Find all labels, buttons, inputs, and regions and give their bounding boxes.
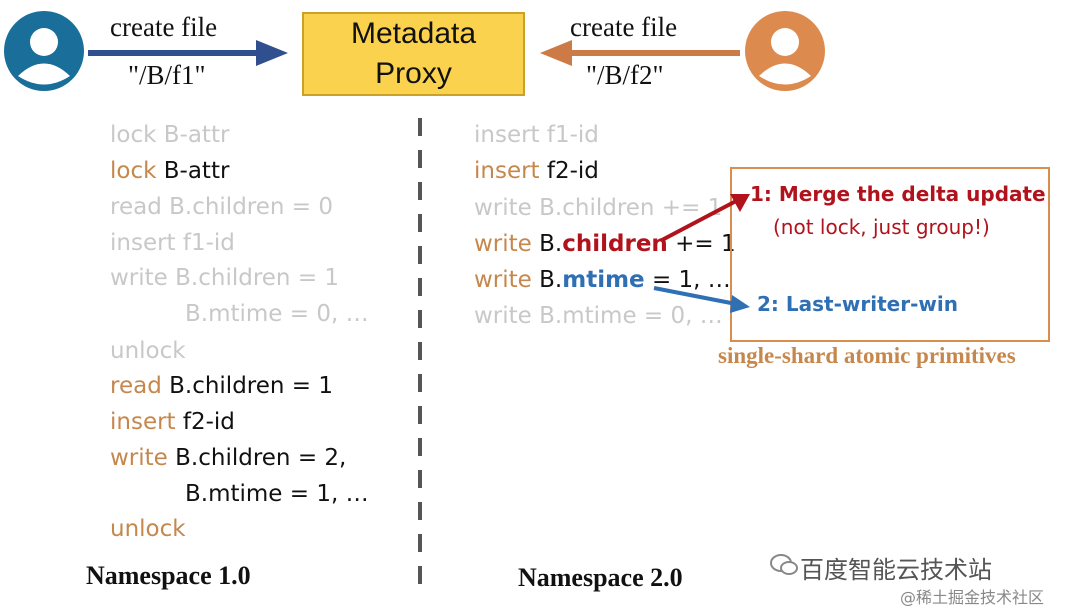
ns1-line: write B.children = 1 xyxy=(110,265,340,291)
ns2-line: write B.children += 1 xyxy=(474,231,736,257)
ns1-line: unlock xyxy=(110,338,186,364)
namespace-divider xyxy=(418,118,422,593)
ns1-line: read B.children = 0 xyxy=(110,194,334,220)
watermark-subtitle: @稀土掘金技术社区 xyxy=(900,588,1045,607)
merge-delta-label: 1: Merge the delta update xyxy=(750,182,1046,206)
right-action-label: create file xyxy=(570,12,678,42)
right-user-icon xyxy=(745,11,825,91)
left-user-icon xyxy=(4,11,84,91)
watermark-title: 百度智能云技术站 xyxy=(800,556,992,584)
merge-pointer-arrow xyxy=(661,194,750,242)
ns1-line: read B.children = 1 xyxy=(110,373,334,399)
proxy-line-2: Proxy xyxy=(375,57,452,90)
merge-delta-note: (not lock, just group!) xyxy=(773,215,990,239)
ns1-line: insert f1-id xyxy=(110,230,235,256)
ns1-line: lock B-attr xyxy=(110,158,230,184)
ns1-line: insert f2-id xyxy=(110,409,235,435)
last-writer-win-label: 2: Last-writer-win xyxy=(757,292,958,316)
primitives-caption: single-shard atomic primitives xyxy=(718,343,1016,368)
ns2-line: insert f1-id xyxy=(474,122,599,148)
ns2-line: insert f2-id xyxy=(474,158,599,184)
left-action-label: create file xyxy=(110,12,218,42)
lww-pointer-arrow xyxy=(653,286,750,313)
ns1-line: B.mtime = 0, … xyxy=(185,301,369,327)
namespace-1-title: Namespace 1.0 xyxy=(86,561,251,590)
namespace-2-title: Namespace 2.0 xyxy=(518,563,683,592)
wechat-logo-icon xyxy=(770,554,798,575)
ns2-line: write B.mtime = 1, … xyxy=(474,267,731,293)
ns1-line: unlock xyxy=(110,516,186,542)
metadata-proxy-box xyxy=(302,12,525,96)
metadata-proxy-label: Metadata Proxy xyxy=(302,14,525,94)
left-request-arrow xyxy=(88,40,288,66)
proxy-line-1: Metadata xyxy=(350,17,477,50)
ns2-line: write B.children += 1 xyxy=(474,195,723,221)
ns1-line: write B.children = 2, xyxy=(110,445,347,471)
left-path-label: "/B/f1" xyxy=(128,60,206,90)
ns1-line: lock B-attr xyxy=(110,122,230,148)
right-path-label: "/B/f2" xyxy=(586,60,664,90)
right-request-arrow xyxy=(540,40,740,66)
ns1-line: B.mtime = 1, … xyxy=(185,481,369,507)
ns2-line: write B.mtime = 0, … xyxy=(474,303,723,329)
primitives-box xyxy=(730,167,1050,342)
